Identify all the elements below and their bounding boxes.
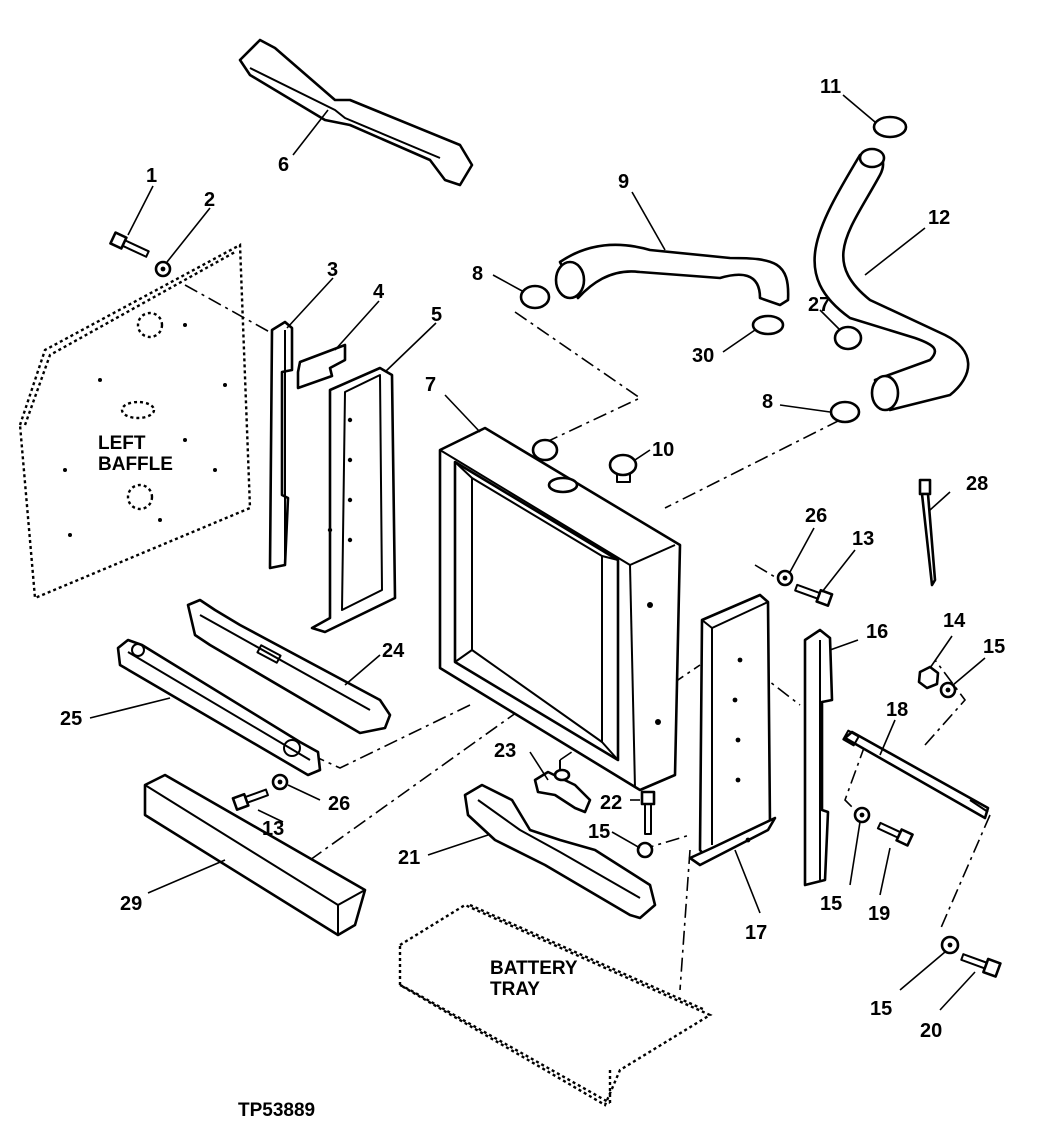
upper-hose-9 xyxy=(554,243,790,307)
callout-13-right: 13 xyxy=(852,528,874,550)
hardware xyxy=(109,231,1002,978)
callout-8-lower: 8 xyxy=(762,391,773,413)
bolt-20 xyxy=(960,953,1002,978)
battery-tray xyxy=(398,903,713,1107)
right-bracket-17 xyxy=(688,593,777,867)
callout-1: 1 xyxy=(146,165,157,187)
callout-22: 22 xyxy=(600,792,622,814)
callout-7: 7 xyxy=(425,374,436,396)
callout-10: 10 xyxy=(652,439,674,461)
battery-tray-label-line1: BATTERY xyxy=(490,958,578,979)
callout-12: 12 xyxy=(928,207,950,229)
callout-6: 6 xyxy=(278,154,289,176)
right-seal-16 xyxy=(803,628,834,887)
side-seal-3 xyxy=(268,320,294,570)
radiator-7 xyxy=(438,426,682,792)
component-labels: LEFT BAFFLE BATTERY TRAY xyxy=(98,433,578,1000)
bolt-19 xyxy=(876,821,914,847)
washer-15-a xyxy=(636,841,654,859)
lower-hose-12 xyxy=(813,147,970,412)
hose-clamps xyxy=(519,115,908,424)
bolt-13-left xyxy=(231,788,269,811)
leader-lines xyxy=(89,94,986,1011)
clamp-8-upper xyxy=(519,284,551,310)
clamp-8-lower xyxy=(829,400,861,424)
callout-5: 5 xyxy=(431,304,442,326)
callout-27: 27 xyxy=(808,294,830,316)
bolt-22 xyxy=(640,790,656,835)
callout-25: 25 xyxy=(60,708,82,730)
nut-14 xyxy=(917,665,940,690)
callout-23: 23 xyxy=(494,740,516,762)
left-baffle-label-line2: BAFFLE xyxy=(98,454,173,475)
support-rod-18 xyxy=(842,729,990,820)
callout-18: 18 xyxy=(886,699,908,721)
callout-17: 17 xyxy=(745,922,767,944)
callout-19: 19 xyxy=(868,903,890,925)
top-bracket-6 xyxy=(238,38,474,187)
callout-8-upper: 8 xyxy=(472,263,483,285)
bottom-support-21 xyxy=(463,783,657,920)
lower-seal-25 xyxy=(116,638,322,777)
callout-26-right: 26 xyxy=(805,505,827,527)
tie-strap-28 xyxy=(918,478,937,587)
side-channel-5 xyxy=(310,366,397,634)
callout-15-lower: 15 xyxy=(820,893,842,915)
callout-16: 16 xyxy=(866,621,888,643)
callout-15-upper: 15 xyxy=(983,636,1005,658)
callout-15-mid: 15 xyxy=(588,821,610,843)
figure-id: TP53889 xyxy=(238,1100,315,1121)
callout-4: 4 xyxy=(373,281,385,303)
callout-15-bottom: 15 xyxy=(870,998,892,1020)
callout-9: 9 xyxy=(618,171,629,193)
plate-4 xyxy=(296,343,347,390)
drain-valve-23 xyxy=(533,768,592,814)
callout-3: 3 xyxy=(327,259,338,281)
callout-14: 14 xyxy=(943,610,966,632)
left-baffle-label-line1: LEFT xyxy=(98,433,146,454)
clamp-27 xyxy=(833,325,863,351)
bolt-13-right xyxy=(794,583,834,607)
callout-2: 2 xyxy=(204,189,215,211)
callout-13-left: 13 xyxy=(262,818,284,840)
foam-block-29 xyxy=(143,773,367,937)
callout-29: 29 xyxy=(120,893,142,915)
battery-tray-label-line2: TRAY xyxy=(490,979,540,1000)
callout-20: 20 xyxy=(920,1020,942,1042)
callout-24: 24 xyxy=(382,640,405,662)
callout-28: 28 xyxy=(966,473,988,495)
seal-strip-24 xyxy=(186,598,392,735)
clamp-11 xyxy=(872,115,908,139)
cap-10 xyxy=(608,453,638,483)
callout-21: 21 xyxy=(398,847,420,869)
left-baffle xyxy=(18,243,252,600)
callout-11: 11 xyxy=(820,76,841,98)
callouts: 1 2 3 4 5 6 7 8 8 9 10 11 12 13 13 14 15… xyxy=(60,76,1005,1042)
callout-30: 30 xyxy=(692,345,714,367)
clamp-30 xyxy=(751,314,785,336)
callout-26-left: 26 xyxy=(328,793,350,815)
bolt-1 xyxy=(109,231,150,258)
